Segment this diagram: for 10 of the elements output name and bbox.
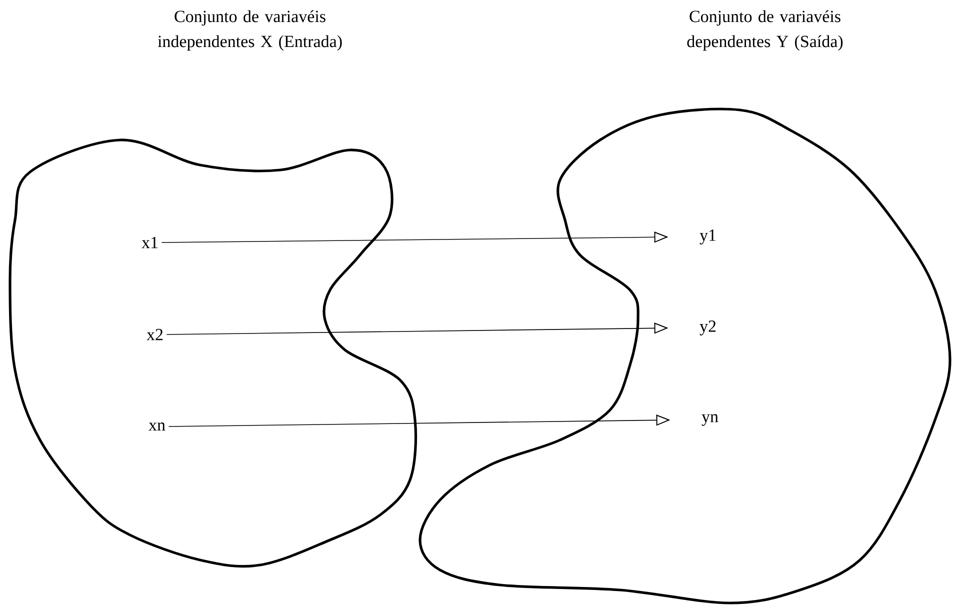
variable-label: yn [702,414,718,426]
blob-outline [8,138,418,568]
variable-label: x2 [146,328,163,340]
set-heading: Conjunto de variavéis dependentes Y (Saída) [687,10,843,51]
blob-outline [418,108,952,604]
variable-label: y2 [700,320,716,336]
variable-label: xn [148,422,166,430]
variable-label: x1 [142,236,158,248]
variable-label: y1 [700,230,716,244]
set-heading: Conjunto de variavéis independentes X (Entrada) [158,10,342,51]
